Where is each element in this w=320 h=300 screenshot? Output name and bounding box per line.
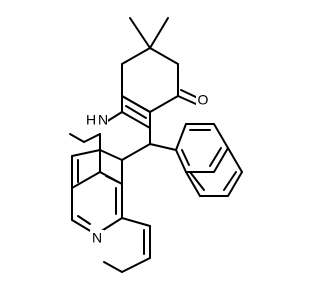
bond bbox=[227, 147, 243, 173]
bond bbox=[105, 111, 123, 123]
oxygen-label: O bbox=[198, 92, 209, 108]
pyridine-ring bbox=[71, 183, 151, 273]
bond bbox=[77, 215, 91, 225]
structure-canvas: O H N N bbox=[69, 17, 243, 273]
naphthyl-group bbox=[149, 123, 243, 197]
bond bbox=[149, 143, 177, 151]
bond bbox=[213, 147, 229, 173]
dihydropyridine-ring bbox=[99, 95, 151, 161]
bond bbox=[149, 17, 169, 49]
benzo-ring bbox=[69, 133, 123, 189]
bond bbox=[103, 261, 123, 273]
atom-label-O: O bbox=[196, 92, 210, 108]
bond bbox=[69, 133, 85, 143]
bond bbox=[83, 133, 101, 143]
bond bbox=[121, 111, 151, 129]
bond bbox=[99, 149, 123, 161]
bond bbox=[223, 171, 237, 191]
bond bbox=[149, 47, 179, 65]
bond bbox=[180, 89, 199, 99]
cyclohexenone-ring bbox=[121, 17, 199, 113]
bond bbox=[185, 171, 201, 197]
bond bbox=[121, 217, 151, 227]
bond bbox=[125, 105, 147, 119]
atom-label-NH: H N bbox=[84, 112, 108, 130]
bond bbox=[71, 149, 101, 157]
bond bbox=[121, 257, 151, 273]
bond bbox=[177, 95, 197, 105]
bond bbox=[121, 95, 151, 113]
bond bbox=[175, 149, 187, 173]
bond bbox=[213, 123, 229, 149]
atom-label-N-pyridine: N bbox=[90, 230, 104, 246]
bond bbox=[149, 95, 179, 113]
bond bbox=[71, 171, 101, 189]
bond bbox=[227, 171, 243, 197]
bond bbox=[105, 175, 119, 183]
bond bbox=[99, 217, 123, 233]
molecule-structure: O H N N bbox=[69, 17, 243, 273]
bond bbox=[209, 147, 222, 167]
bond bbox=[129, 17, 151, 49]
nh-hydrogen-label: H bbox=[86, 112, 96, 128]
bond bbox=[175, 123, 187, 151]
bond bbox=[121, 47, 151, 65]
bond bbox=[189, 171, 205, 191]
bond bbox=[181, 149, 190, 166]
nh-nitrogen-label: N bbox=[98, 112, 108, 128]
bond bbox=[71, 219, 93, 233]
pyridine-nitrogen-label: N bbox=[92, 230, 102, 246]
bond bbox=[121, 143, 151, 161]
